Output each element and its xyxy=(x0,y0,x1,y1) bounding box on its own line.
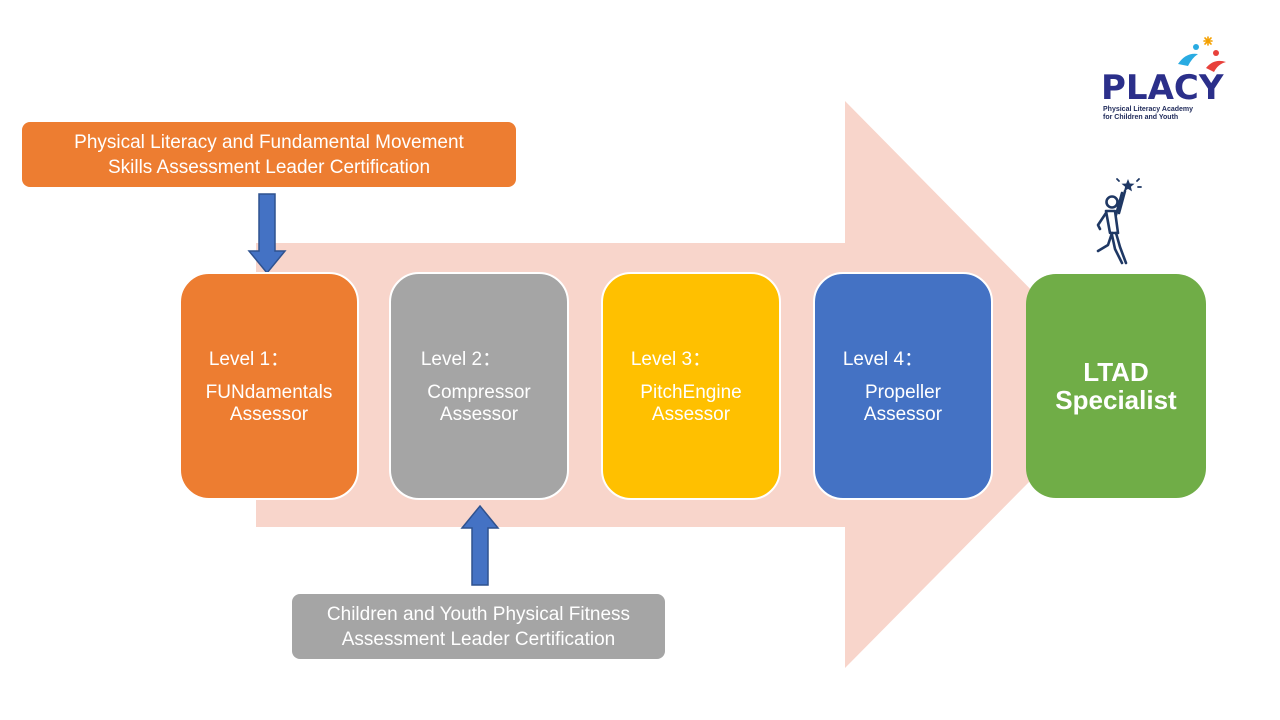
level-card-3: Level 3： PitchEngine Assessor xyxy=(601,272,781,500)
top-certification-line1: Physical Literacy and Fundamental Moveme… xyxy=(74,131,464,153)
level-card-4: Level 4： Propeller Assessor xyxy=(813,272,993,500)
level-1-role-line2: Assessor xyxy=(229,404,309,425)
level-2-role-line2: Assessor xyxy=(439,404,519,425)
logo-wordmark: PLACY xyxy=(1101,68,1224,108)
level-3-role-line2: Assessor xyxy=(651,404,731,425)
bottom-certification-box: Children and Youth Physical Fitness Asse… xyxy=(292,594,665,659)
level-4-role-line2: Assessor xyxy=(863,404,943,425)
bottom-certification-line1: Children and Youth Physical Fitness xyxy=(326,603,631,625)
level-4-role-line1: Propeller xyxy=(864,382,942,403)
down-arrow-connector xyxy=(247,193,287,275)
top-certification-box: Physical Literacy and Fundamental Moveme… xyxy=(22,122,516,187)
level-2-title: Level 2： xyxy=(420,349,502,370)
level-3-role: PitchEngine Assessor xyxy=(603,382,779,426)
person-reaching-star-icon xyxy=(1096,178,1142,265)
level-3-role-line1: PitchEngine xyxy=(640,382,742,403)
level-1-role: FUNdamentals Assessor xyxy=(181,382,357,426)
logo-subtitle-line2: for Children and Youth xyxy=(1103,114,1179,121)
level-4-title: Level 4： xyxy=(842,349,924,370)
final-specialist-card: LTAD Specialist xyxy=(1026,274,1206,498)
level-1-title: Level 1： xyxy=(208,349,290,370)
final-line1: LTAD xyxy=(1083,357,1149,387)
up-arrow-connector xyxy=(460,504,500,586)
level-card-1: Level 1： FUNdamentals Assessor xyxy=(179,272,359,500)
logo-subtitle-line1: Physical Literacy Academy xyxy=(1103,106,1194,113)
level-3-title: Level 3： xyxy=(630,349,712,370)
level-2-role: Compressor Assessor xyxy=(391,382,567,426)
bottom-certification-line2: Assessment Leader Certification xyxy=(341,628,616,650)
level-1-role-line1: FUNdamentals xyxy=(205,382,333,403)
placy-logo-figures-icon xyxy=(1178,36,1226,72)
level-card-2: Level 2： Compressor Assessor xyxy=(389,272,569,500)
final-line2: Specialist xyxy=(1055,385,1177,415)
top-certification-line2: Skills Assessment Leader Certification xyxy=(107,156,431,178)
level-4-role: Propeller Assessor xyxy=(815,382,991,426)
level-2-role-line1: Compressor xyxy=(427,382,531,403)
logo-subtitle: Physical Literacy Academy for Children a… xyxy=(1103,106,1193,122)
